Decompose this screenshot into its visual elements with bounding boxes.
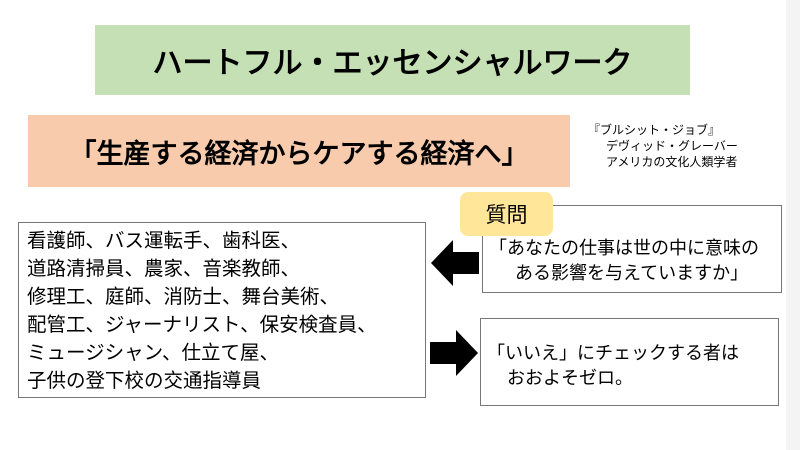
citation-author-desc: アメリカの文化人類学者 [606,155,738,169]
jobs-list-box: 看護師、バス運転手、歯科医、 道路清掃員、農家、音楽教師、 修理工、庭師、消防士… [18,222,426,398]
jobs-line: 子供の登下校の交通指導員 [27,369,262,392]
jobs-line: 修理工、庭師、消防士、舞台美術、 [27,285,340,308]
jobs-line: 道路清掃員、農家、音楽教師、 [27,257,301,280]
jobs-line: ミュージシャン、仕立て屋、 [27,341,279,364]
question-box: 「あなたの仕事は世の中に意味の ある影響を与えていますか」 [482,205,782,293]
question-label: 質問 [460,192,553,236]
citation-book: 『ブルシット・ジョブ』 [588,123,721,137]
slide-title: ハートフル・エッセンシャルワーク [95,25,690,95]
question-line: ある影響を与えていますか」 [515,263,749,284]
jobs-line: 看護師、バス運転手、歯科医、 [27,229,301,252]
arrow-left-icon [431,240,479,286]
question-line: 「あなたの仕事は世の中に意味の [489,238,759,259]
arrow-right-icon [430,330,478,376]
answer-line: おおよそゼロ。 [507,368,633,389]
answer-line: 「いいえ」にチェックする者は [487,343,739,364]
slide-subtitle: 「生産する経済からケアする経済へ」 [28,115,570,187]
jobs-line: 配管工、ジャーナリスト、保安検査員、 [27,313,377,336]
citation-author: デヴィッド・グレーバー [606,139,738,153]
answer-box: 「いいえ」にチェックする者は おおよそゼロ。 [480,318,779,406]
citation: 『ブルシット・ジョブ』 デヴィッド・グレーバー アメリカの文化人類学者 [588,122,738,170]
